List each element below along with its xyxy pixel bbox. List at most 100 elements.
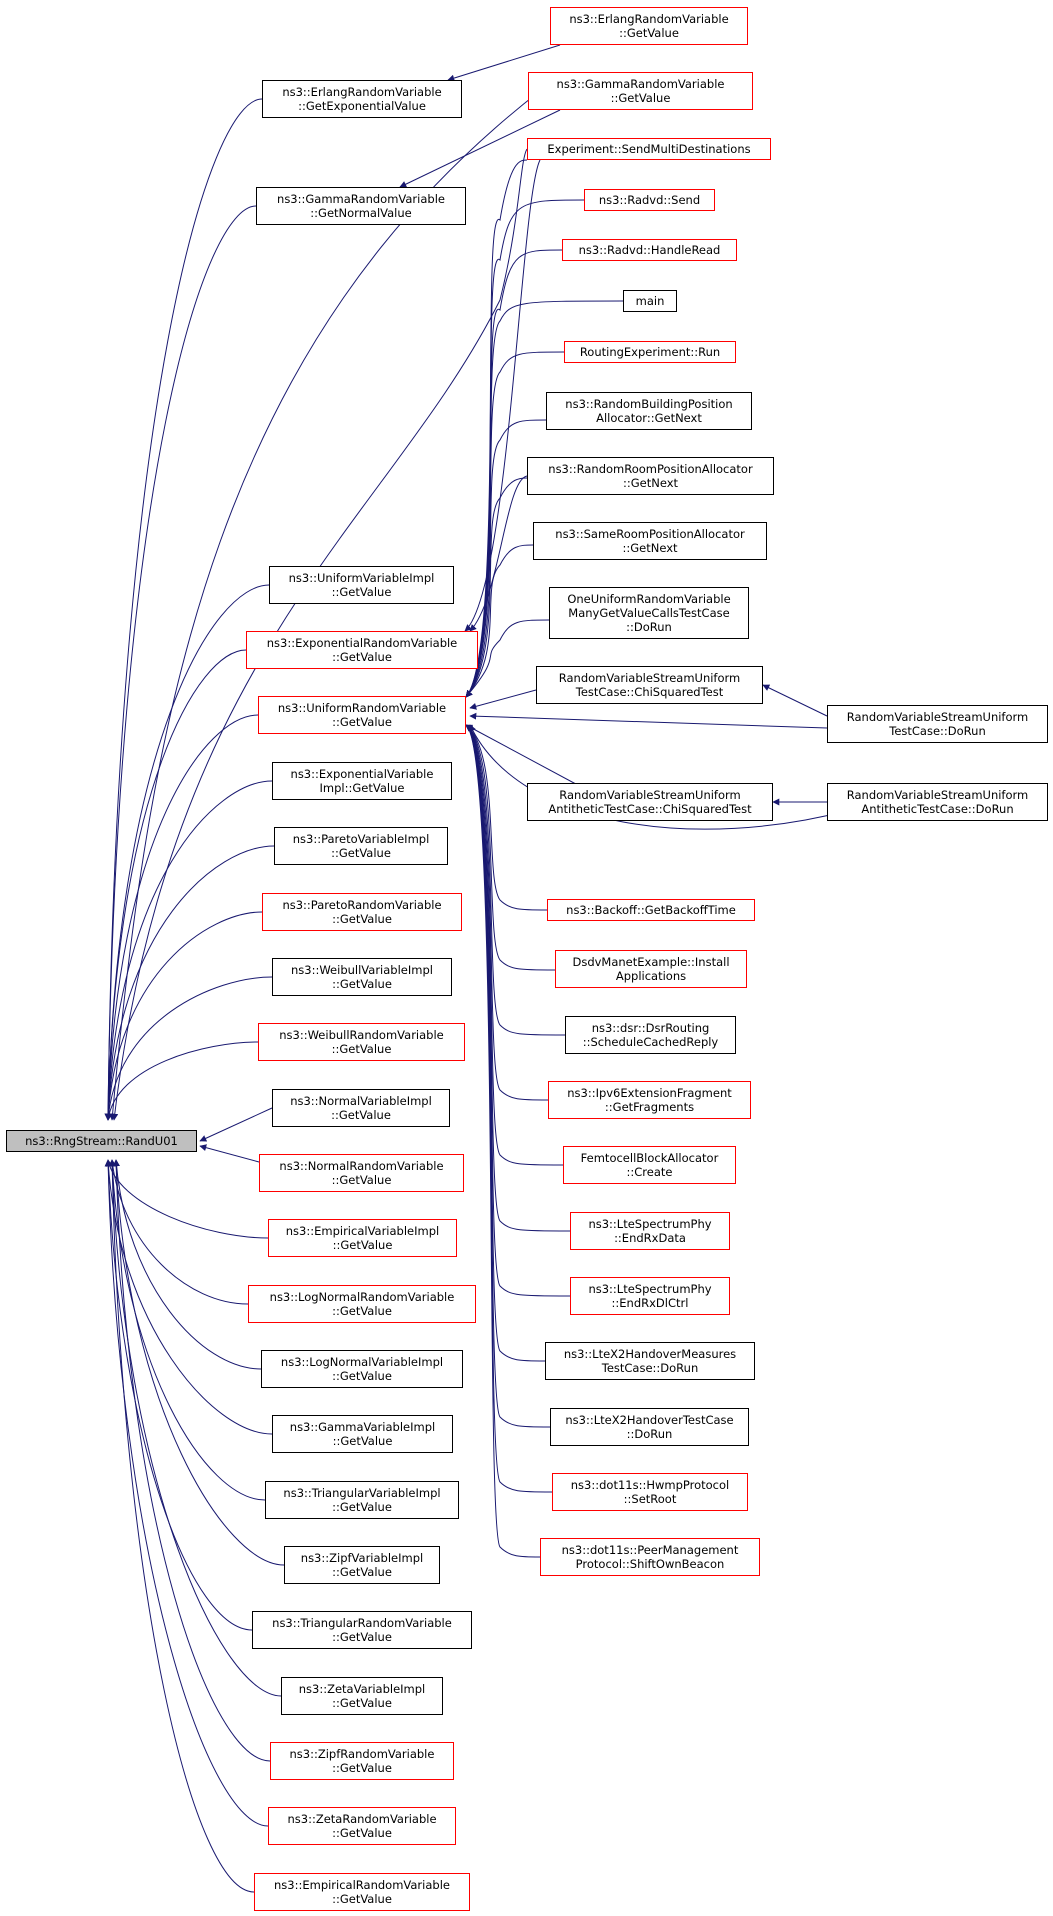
node-paretorandomvariable-getvalue[interactable]: ns3::ParetoRandomVariable ::GetValue bbox=[262, 893, 462, 931]
edge-random-room-to-uniform-rv bbox=[465, 477, 528, 698]
edge-experiment-to-exp-rv bbox=[464, 159, 541, 632]
edge-lte-rxdlctrl-to-uniform-rv bbox=[465, 724, 571, 1297]
edge-empirical-impl-to-root bbox=[105, 1159, 269, 1239]
edge-erlang-getexp-to-root bbox=[104, 98, 263, 1121]
node-exponentialrandomvariable-getvalue[interactable]: ns3::ExponentialRandomVariable ::GetValu… bbox=[246, 631, 478, 669]
edge-gamma-impl-to-root bbox=[104, 1159, 273, 1435]
node-ltex2handovermeasures-dorun[interactable]: ns3::LteX2HandoverMeasures TestCase::DoR… bbox=[545, 1342, 755, 1380]
edge-backoff-to-uniform-rv bbox=[465, 724, 548, 911]
edge-experiment-to-uniform-rv bbox=[465, 159, 528, 698]
node-ltespectrumphy-endrxdlctrl[interactable]: ns3::LteSpectrumPhy ::EndRxDlCtrl bbox=[570, 1277, 730, 1315]
node-main[interactable]: main bbox=[623, 290, 677, 312]
edge-dsr-to-uniform-rv bbox=[465, 724, 566, 1036]
edge-normal-impl-to-root bbox=[199, 1107, 273, 1142]
edge-exp-rv-to-root bbox=[104, 649, 247, 1121]
node-empiricalvariableimpl-getvalue[interactable]: ns3::EmpiricalVariableImpl ::GetValue bbox=[268, 1219, 457, 1257]
edge-ltex2-measures-to-uniform-rv bbox=[465, 724, 546, 1362]
node-ipv6extensionfragment-getfragments[interactable]: ns3::Ipv6ExtensionFragment ::GetFragment… bbox=[548, 1081, 751, 1119]
node-femtocellblockallocator-create[interactable]: FemtocellBlockAllocator ::Create bbox=[563, 1146, 736, 1184]
node-lognormalrandomvariable-getvalue[interactable]: ns3::LogNormalRandomVariable ::GetValue bbox=[248, 1285, 476, 1323]
edge-rvs-anti-chi-to-uniform-rv bbox=[465, 724, 588, 791]
node-rvsuniformantithetic-dorun[interactable]: RandomVariableStreamUniform AntitheticTe… bbox=[827, 783, 1048, 821]
node-dsrrouting-schedulecachedreply[interactable]: ns3::dsr::DsrRouting ::ScheduleCachedRep… bbox=[565, 1016, 736, 1054]
node-gammarandomvariable-getvalue[interactable]: ns3::GammaRandomVariable ::GetValue bbox=[528, 72, 753, 110]
node-dsdvmanetexample-installapplications[interactable]: DsdvManetExample::Install Applications bbox=[555, 950, 747, 988]
node-erlangrandomvariable-getvalue[interactable]: ns3::ErlangRandomVariable ::GetValue bbox=[550, 7, 748, 45]
node-normalvariableimpl-getvalue[interactable]: ns3::NormalVariableImpl ::GetValue bbox=[272, 1089, 450, 1127]
edge-uniform-rv-to-root bbox=[104, 714, 259, 1121]
node-rvsuniformtestcase-chisquaredtest[interactable]: RandomVariableStreamUniform TestCase::Ch… bbox=[536, 666, 763, 704]
node-rngstream-randu01: ns3::RngStream::RandU01 bbox=[6, 1130, 197, 1152]
edge-lte-rxdata-to-uniform-rv bbox=[465, 724, 571, 1232]
node-empiricalrandomvariable-getvalue[interactable]: ns3::EmpiricalRandomVariable ::GetValue bbox=[254, 1873, 470, 1911]
node-zipfrandomvariable-getvalue[interactable]: ns3::ZipfRandomVariable ::GetValue bbox=[270, 1742, 454, 1780]
node-radvd-handleread[interactable]: ns3::Radvd::HandleRead bbox=[562, 239, 737, 261]
node-exponentialvariableimpl-getvalue[interactable]: ns3::ExponentialVariable Impl::GetValue bbox=[272, 762, 452, 800]
node-gammavariableimpl-getvalue[interactable]: ns3::GammaVariableImpl ::GetValue bbox=[272, 1415, 453, 1453]
node-weibullrandomvariable-getvalue[interactable]: ns3::WeibullRandomVariable ::GetValue bbox=[258, 1023, 465, 1061]
edge-hwmp-to-uniform-rv bbox=[465, 724, 553, 1493]
node-triangularvariableimpl-getvalue[interactable]: ns3::TriangularVariableImpl ::GetValue bbox=[265, 1481, 459, 1519]
node-uniformvariableimpl-getvalue[interactable]: ns3::UniformVariableImpl ::GetValue bbox=[269, 566, 454, 604]
node-paretovariableimpl-getvalue[interactable]: ns3::ParetoVariableImpl ::GetValue bbox=[274, 827, 448, 865]
node-ltespectrumphy-endrxdata[interactable]: ns3::LteSpectrumPhy ::EndRxData bbox=[570, 1212, 730, 1250]
node-zipfvariableimpl-getvalue[interactable]: ns3::ZipfVariableImpl ::GetValue bbox=[284, 1546, 440, 1584]
node-randombuildingpositionallocator-getnext[interactable]: ns3::RandomBuildingPosition Allocator::G… bbox=[546, 392, 752, 430]
node-radvd-send[interactable]: ns3::Radvd::Send bbox=[584, 189, 715, 211]
edge-rvs-anti-dorun-to-uniform-rv bbox=[469, 724, 851, 830]
edge-pareto-rv-to-root bbox=[104, 911, 263, 1121]
node-zetavariableimpl-getvalue[interactable]: ns3::ZetaVariableImpl ::GetValue bbox=[281, 1677, 443, 1715]
node-triangularrandomvariable-getvalue[interactable]: ns3::TriangularRandomVariable ::GetValue bbox=[252, 1611, 472, 1649]
node-peermanagementprotocol-shiftownbeacon[interactable]: ns3::dot11s::PeerManagement Protocol::Sh… bbox=[540, 1538, 760, 1576]
node-randomroompositionallocator-getnext[interactable]: ns3::RandomRoomPositionAllocator ::GetNe… bbox=[527, 457, 774, 495]
edge-normal-rv-to-root bbox=[199, 1144, 260, 1163]
edge-same-room-to-uniform-rv bbox=[465, 544, 534, 698]
edge-main-to-uniform-rv bbox=[465, 300, 624, 698]
edge-random-room-to-exp-rv bbox=[469, 475, 528, 632]
node-hwmpprotocol-setroot[interactable]: ns3::dot11s::HwmpProtocol ::SetRoot bbox=[552, 1473, 748, 1511]
edge-zipf-impl-to-root bbox=[112, 1159, 285, 1566]
node-normalrandomvariable-getvalue[interactable]: ns3::NormalRandomVariable ::GetValue bbox=[259, 1154, 464, 1192]
node-rvsuniformtestcase-dorun[interactable]: RandomVariableStreamUniform TestCase::Do… bbox=[827, 705, 1048, 743]
edge-one-uniform-to-uniform-rv bbox=[465, 619, 550, 698]
node-sameroompositionallocator-getnext[interactable]: ns3::SameRoomPositionAllocator ::GetNext bbox=[533, 522, 767, 560]
edge-rvs-uniform-dorun-to-uniform-rv bbox=[469, 712, 828, 729]
edge-rvs-uniform-chi-to-uniform-rv bbox=[469, 689, 537, 710]
edge-radvd-send-to-uniform-rv bbox=[465, 199, 585, 698]
edge-random-building-to-uniform-rv bbox=[465, 419, 547, 698]
edge-weibull-rv-to-root bbox=[105, 1041, 259, 1121]
edge-zipf-rv-to-root bbox=[112, 1159, 271, 1762]
node-oneuniformrandomvariable-dorun[interactable]: OneUniformRandomVariable ManyGetValueCal… bbox=[549, 587, 749, 639]
node-rvsuniformantithetic-chisquaredtest[interactable]: RandomVariableStreamUniform AntitheticTe… bbox=[527, 783, 773, 821]
node-experiment-sendmultidestinations[interactable]: Experiment::SendMultiDestinations bbox=[527, 138, 771, 160]
edge-rvs-uniform-dorun-to-chi bbox=[762, 684, 828, 717]
edge-zeta-rv-to-root bbox=[104, 1159, 269, 1827]
node-uniformrandomvariable-getvalue[interactable]: ns3::UniformRandomVariable ::GetValue bbox=[258, 696, 466, 734]
node-gamma-getnormalvalue[interactable]: ns3::GammaRandomVariable ::GetNormalValu… bbox=[256, 187, 466, 225]
edge-gamma-getnormal-to-root bbox=[104, 205, 257, 1121]
node-lognormalvariableimpl-getvalue[interactable]: ns3::LogNormalVariableImpl ::GetValue bbox=[261, 1350, 463, 1388]
edge-lognormal-rv-to-root bbox=[109, 1159, 249, 1305]
edge-uniform-impl-to-root bbox=[104, 584, 270, 1121]
edge-lognormal-impl-to-root bbox=[113, 1159, 262, 1370]
edge-erlang-getvalue-to-getexp bbox=[447, 44, 561, 82]
node-ltex2handovertestcase-dorun[interactable]: ns3::LteX2HandoverTestCase ::DoRun bbox=[550, 1408, 749, 1446]
edge-femtocell-to-uniform-rv bbox=[465, 724, 564, 1166]
node-zetarandomvariable-getvalue[interactable]: ns3::ZetaRandomVariable ::GetValue bbox=[268, 1807, 456, 1845]
edge-ipv6-to-uniform-rv bbox=[465, 724, 549, 1101]
node-erlang-getexponentialvalue[interactable]: ns3::ErlangRandomVariable ::GetExponenti… bbox=[262, 80, 462, 118]
edge-radvd-handleread-to-uniform-rv bbox=[465, 249, 563, 698]
node-routingexperiment-run[interactable]: RoutingExperiment::Run bbox=[564, 341, 736, 363]
edge-empirical-rv-to-root bbox=[108, 1159, 255, 1893]
node-weibullvariableimpl-getvalue[interactable]: ns3::WeibullVariableImpl ::GetValue bbox=[272, 958, 452, 996]
edge-routing-run-to-uniform-rv bbox=[465, 351, 565, 698]
edge-triangular-impl-to-root bbox=[108, 1159, 266, 1501]
edge-zeta-impl-to-root bbox=[108, 1159, 282, 1697]
node-backoff-getbackofftime[interactable]: ns3::Backoff::GetBackoffTime bbox=[547, 899, 755, 921]
edge-gamma-getvalue-to-getnormal bbox=[399, 109, 561, 188]
edge-ltex2-testcase-to-uniform-rv bbox=[465, 724, 551, 1428]
edge-exp-impl-to-root bbox=[104, 780, 273, 1121]
edge-weibull-impl-to-root bbox=[105, 976, 273, 1121]
edge-dsdv-to-uniform-rv bbox=[465, 724, 556, 971]
